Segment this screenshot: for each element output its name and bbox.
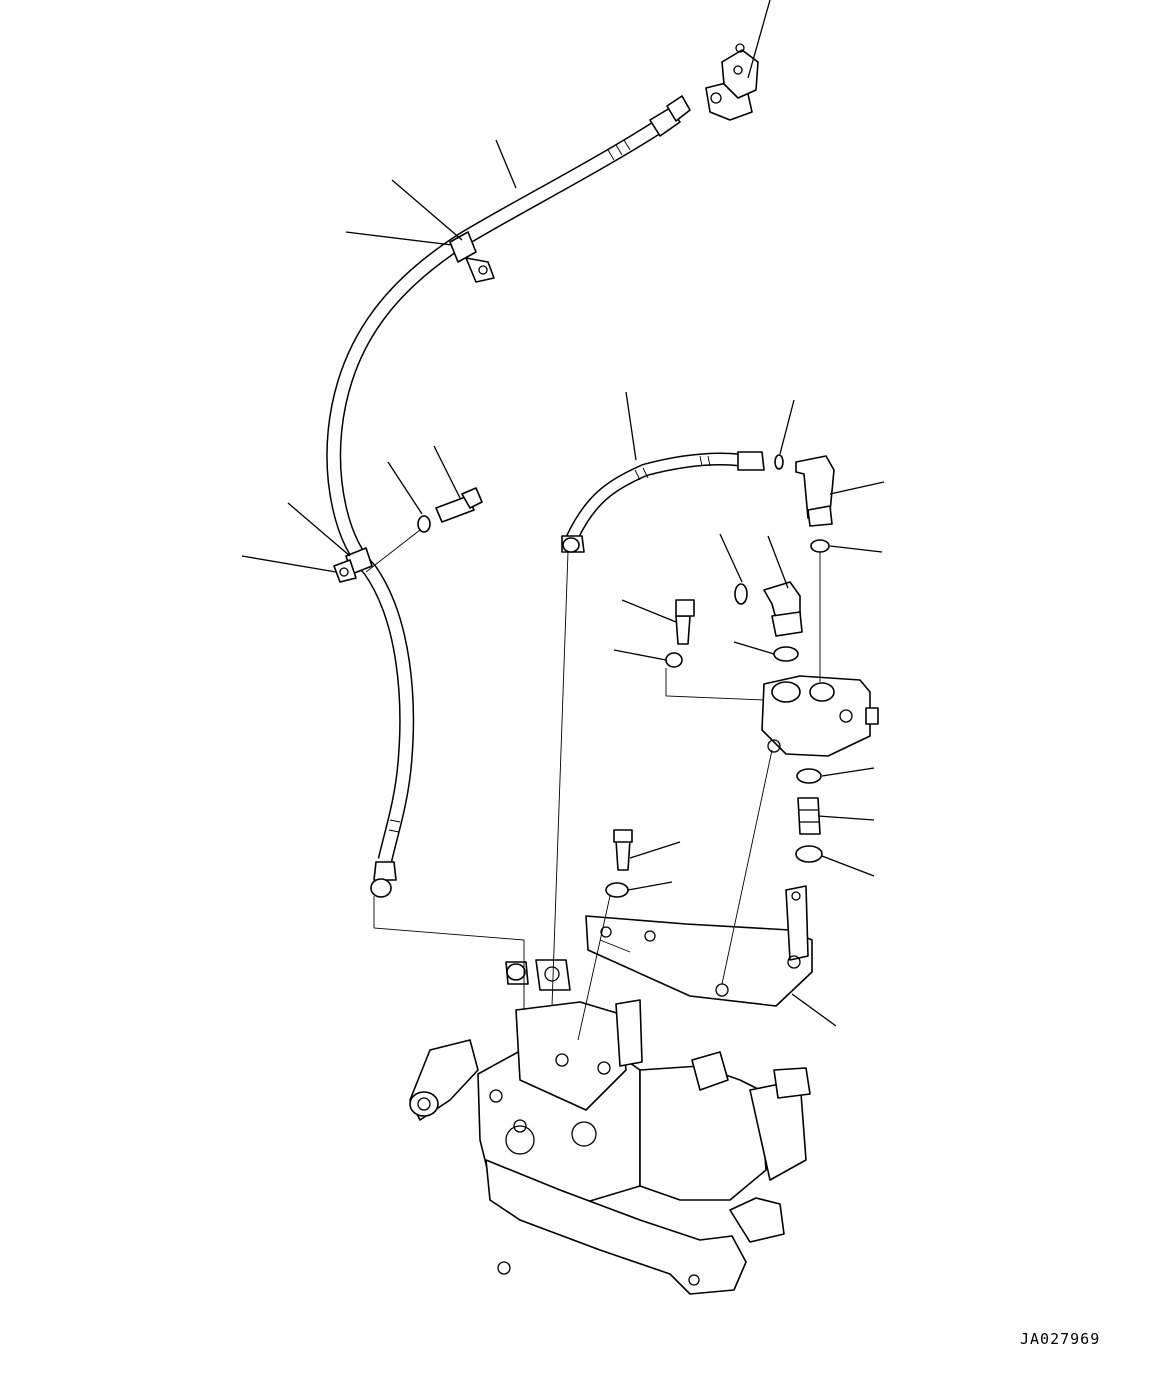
long-hydraulic-hose (326, 111, 677, 862)
o-ring-small (774, 454, 784, 470)
valve-washer (665, 652, 683, 668)
lower-hose-clamp (333, 547, 373, 583)
callout-leader-lines (241, 0, 885, 1027)
clamp-washer (417, 515, 431, 533)
o-ring-right-lower (796, 768, 822, 784)
o-ring-valve-top (773, 646, 799, 662)
bracket-washer (605, 882, 629, 898)
valve-bolt (675, 599, 695, 645)
top-hose-end-fitting (649, 95, 691, 137)
mounting-bracket (585, 885, 813, 1007)
middle-elbow-fitting (763, 581, 803, 637)
short-hose-end-fitting (561, 451, 765, 553)
o-ring-right-upper (810, 539, 830, 553)
valve-block (761, 675, 879, 757)
upper-hose-clamp (449, 231, 495, 283)
clamp-bolt (435, 487, 483, 523)
bracket-bolt (613, 829, 633, 871)
top-elbow-fitting (705, 43, 759, 121)
short-hydraulic-hose (566, 452, 741, 541)
pump-port-fitting (505, 959, 571, 991)
drawing-code: JA027969 (1020, 1330, 1101, 1348)
straight-fitting (797, 797, 821, 835)
upper-elbow-fitting (795, 455, 835, 527)
o-ring-middle (734, 583, 748, 605)
o-ring-bottom (795, 845, 823, 863)
hydraulic-pump-assembly (409, 999, 811, 1295)
assembly-connection-lines (365, 529, 821, 1041)
bottom-hose-end-fitting (370, 861, 397, 898)
